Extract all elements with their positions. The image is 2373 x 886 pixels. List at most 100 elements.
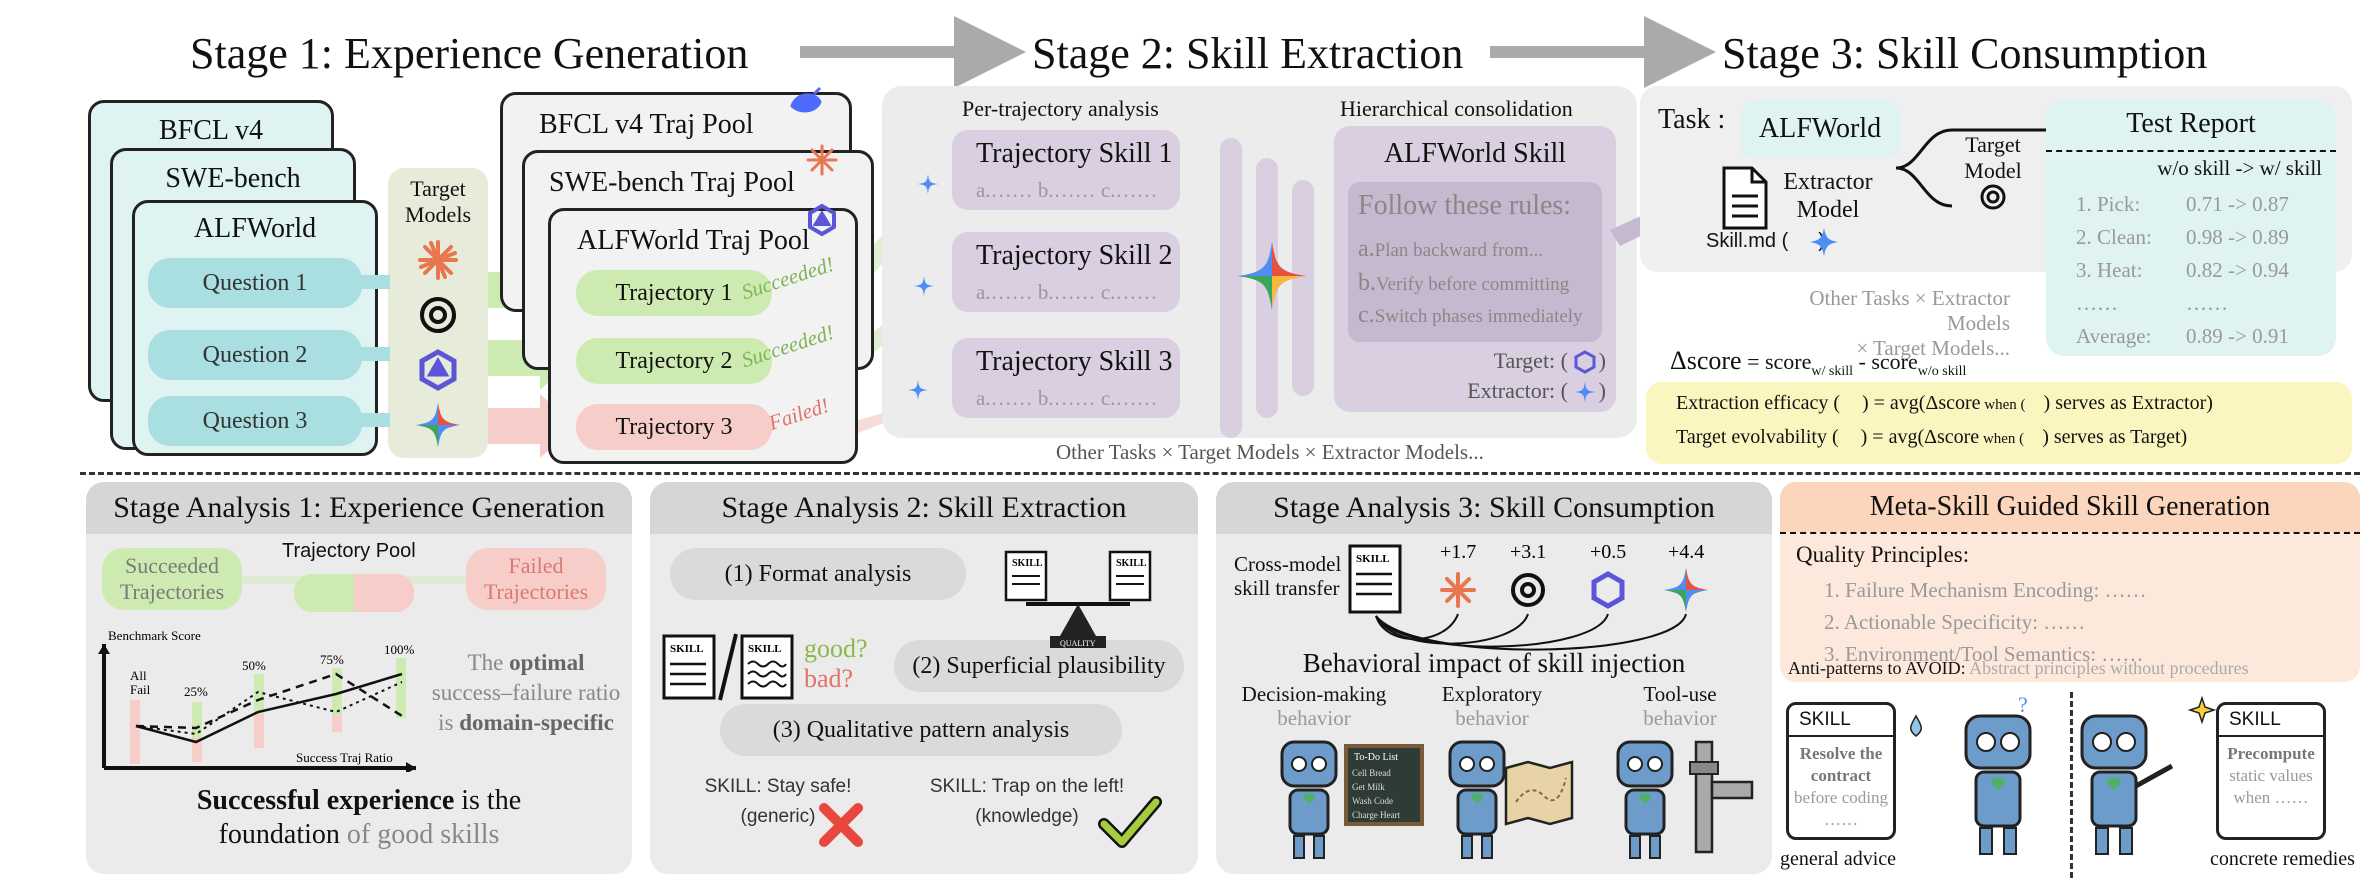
file-icon: [1722, 166, 1768, 230]
stage1-title: Stage 1: Experience Generation: [190, 29, 749, 78]
superficial-plausibility: (2) Superficial plausibility: [894, 640, 1184, 692]
traj-skill-3: Trajectory Skill 3 a.…… b.…… c.……: [952, 338, 1180, 418]
traj-skill-2: Trajectory Skill 2 a.…… b.…… c.……: [952, 232, 1180, 312]
question-3: Question 3: [148, 396, 362, 446]
extractor-label: Extractor: (: [1467, 378, 1568, 403]
analysis1-conclusion: Successful experience is the foundation …: [196, 785, 522, 850]
task-value: ALFWorld: [1740, 100, 1900, 158]
svg-text:+4.4: +4.4: [1668, 541, 1704, 563]
cross-icon: [819, 803, 863, 847]
traj-skill-1: Trajectory Skill 1 a.…… b.…… c.……: [952, 130, 1180, 210]
sparkle-icon: [2187, 696, 2216, 725]
svg-text:Benchmark Score: Benchmark Score: [108, 628, 201, 643]
meta-title: Meta-Skill Guided Skill Generation: [1780, 482, 2360, 532]
analysis2-panel: Stage Analysis 2: Skill Extraction (1) F…: [650, 482, 1198, 874]
pointing-robot-icon: [2080, 714, 2174, 855]
claude-icon: [1440, 572, 1476, 608]
rules-box: Follow these rules: a.Plan backward from…: [1348, 182, 1602, 342]
svg-text:75%: 75%: [320, 652, 344, 667]
extraction-efficacy: Extraction efficacy () = avg(Δscore when…: [1676, 392, 2213, 414]
analysis3-panel: Stage Analysis 3: Skill Consumption Cros…: [1216, 482, 1772, 874]
skill-md-label: Skill.md (: [1706, 230, 1789, 252]
general-advice-card: SKILL Resolve the contract before coding…: [1786, 702, 1896, 840]
consolidation-graphic: [908, 138, 1314, 438]
todo-board-icon: To-Do List Cell Bread Get Milk Wash Code…: [1344, 744, 1424, 826]
extractor-model: Extractor Model: [1783, 169, 1873, 223]
check-icon: [1098, 796, 1162, 848]
other-tasks: Other Tasks × Extractor Models × Target …: [1809, 286, 2010, 360]
consolidation-bar-1: [1220, 138, 1242, 438]
svg-text:+1.7: +1.7: [1440, 541, 1476, 563]
deepseek-icon: [790, 86, 822, 113]
pool-label: Trajectory Pool: [282, 540, 416, 562]
openai-icon: [1980, 184, 2006, 210]
svg-text:Fail: Fail: [130, 682, 151, 697]
qualitative-analysis: (3) Qualitative pattern analysis: [720, 704, 1122, 756]
target-label: Target: (: [1493, 348, 1568, 373]
svg-text:50%: 50%: [242, 658, 266, 673]
svg-text:Charge Heart: Charge Heart: [1352, 810, 1401, 820]
report-rows: 1. Pick:0.71 -> 0.87 2. Clean:0.98 -> 0.…: [2076, 192, 2289, 348]
robot-icon: [1448, 740, 1506, 859]
generic-skill-example: SKILL: Stay safe!(generic): [704, 776, 852, 827]
quality-principles-label: Quality Principles:: [1796, 542, 1970, 567]
water-drop-icon: [1910, 714, 1922, 737]
qwen-icon: [419, 349, 457, 391]
ratio-bars: [130, 658, 406, 764]
svg-text:QUALITY: QUALITY: [1060, 639, 1096, 648]
robots-illustration: To-Do List Cell Bread Get Milk Wash Code…: [1280, 740, 1754, 859]
fail-trajectories: Failed Trajectories: [466, 548, 606, 610]
meta-divider: [2070, 692, 2073, 878]
pipe-wrench-icon: [1689, 740, 1754, 854]
scale-icon: SKILL SKILL QUALITY: [1004, 550, 1152, 648]
svg-text:?: ?: [2018, 696, 2028, 717]
succ-trajectories: Succeeded Trajectories: [102, 548, 242, 610]
transfer-label: Cross-model skill transfer: [1234, 552, 1342, 600]
concrete-remedies-caption: concrete remedies: [2210, 848, 2355, 870]
openai-icon: [420, 297, 456, 333]
robot-icon: [1280, 740, 1338, 859]
gemini-icon: [1574, 381, 1596, 403]
target-evolvability: Target evolvability () = avg(Δscore when…: [1676, 426, 2188, 448]
trajectory-3: Trajectory 3: [576, 404, 772, 450]
robot-icon: [1616, 740, 1674, 859]
meta-robots: ?: [1910, 696, 2216, 855]
svg-text:To-Do List: To-Do List: [1354, 752, 1398, 763]
gemini-icon: [908, 380, 928, 400]
claude-icon: [418, 240, 458, 280]
general-advice-caption: general advice: [1780, 848, 1897, 870]
svg-text:Wash Code: Wash Code: [1352, 796, 1393, 806]
hier-label: Hierarchical consolidation: [1340, 96, 1573, 121]
meta-skill-panel: Meta-Skill Guided Skill Generation Quali…: [1780, 482, 2360, 682]
concrete-remedies-card: SKILL Precompute static values when ……: [2216, 702, 2326, 840]
gemini-icon: [914, 276, 934, 296]
question-1: Question 1: [148, 258, 362, 308]
gemini-icon: [416, 403, 460, 447]
svg-text:SKILL: SKILL: [1116, 558, 1147, 569]
task-label: Task :: [1658, 104, 1726, 135]
target-models-label: Target Models: [405, 176, 471, 227]
qwen-icon: [1591, 571, 1625, 609]
gemini-icon: [1238, 242, 1306, 310]
svg-text:Cell Bread: Cell Bread: [1352, 768, 1391, 778]
gemini-icon: [918, 174, 938, 194]
principles-list: 1. Failure Mechanism Encoding: …… 2. Act…: [1824, 578, 2147, 666]
question-2: Question 2: [148, 330, 362, 380]
stage2-footer: Other Tasks × Target Models × Extractor …: [1056, 440, 1484, 464]
svg-text:SKILL: SKILL: [1012, 558, 1043, 569]
consolidation-bar-3: [1292, 180, 1314, 396]
svg-text:25%: 25%: [184, 684, 208, 699]
ratio-chart: Benchmark Score Success Traj Ratio All F…: [98, 628, 416, 772]
qwen-icon: [808, 203, 836, 237]
svg-text:Get Milk: Get Milk: [1352, 782, 1385, 792]
map-icon: [1504, 760, 1574, 826]
per-traj-label: Per-trajectory analysis: [962, 96, 1159, 121]
trajectory-1: Trajectory 1: [576, 270, 772, 316]
svg-text:All: All: [130, 668, 147, 683]
openai-icon: [1511, 573, 1545, 607]
svg-text:SKILL: SKILL: [1356, 553, 1390, 565]
knowledge-skill-example: SKILL: Trap on the left!(knowledge): [929, 776, 1125, 827]
